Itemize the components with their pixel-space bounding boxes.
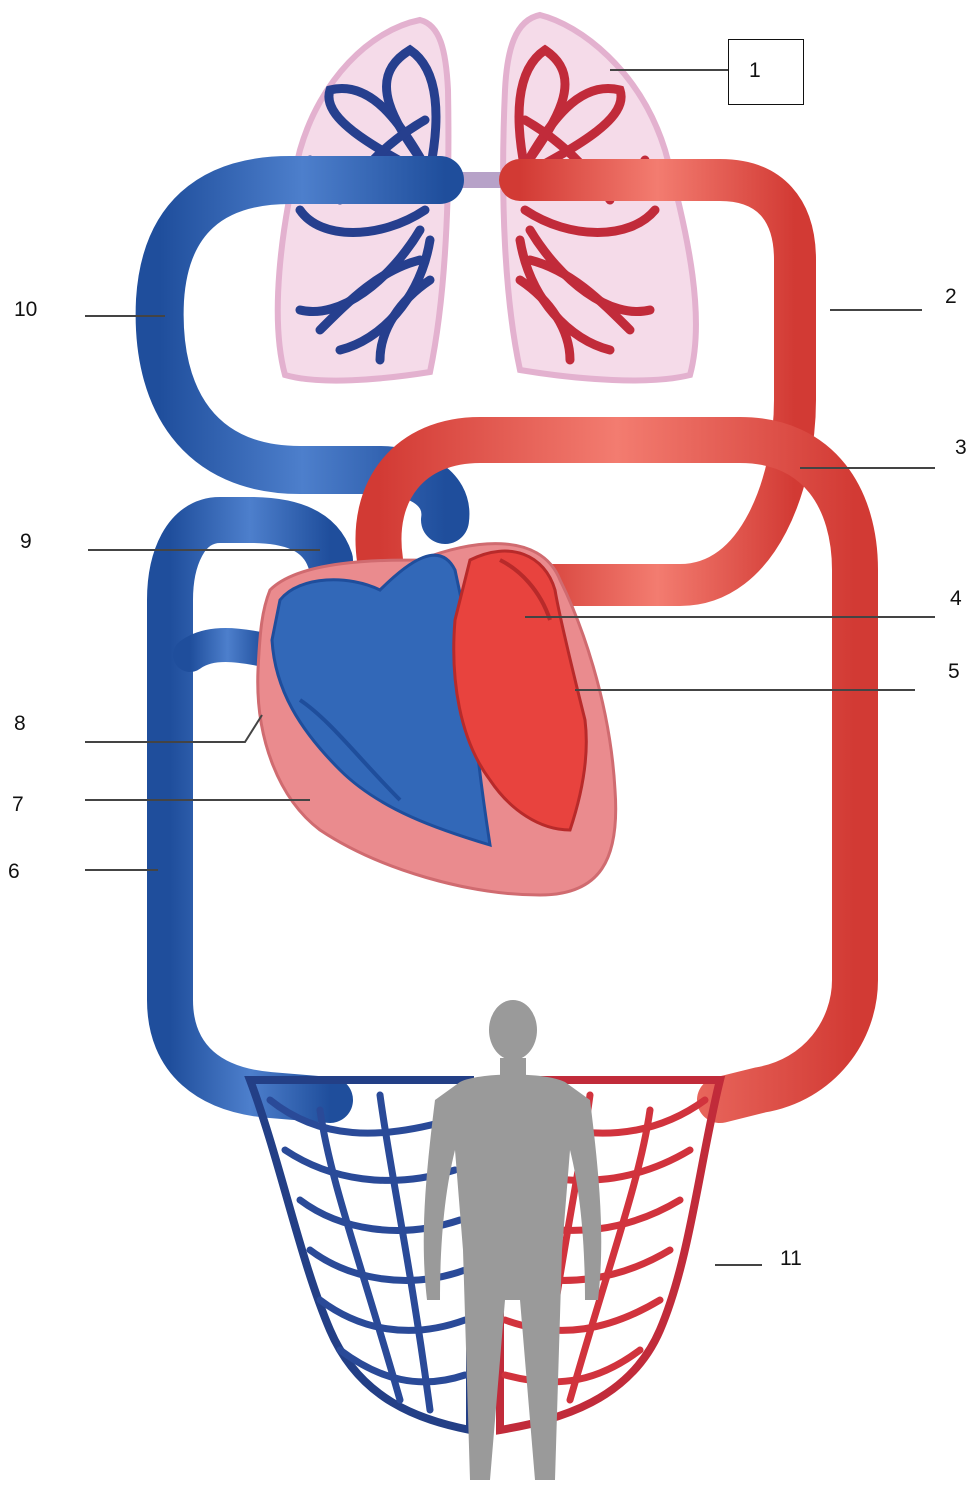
label-7: 7: [12, 794, 24, 815]
label-4: 4: [950, 588, 962, 609]
label-box-1: 1: [728, 39, 804, 105]
heart: [258, 544, 616, 895]
label-2: 2: [945, 286, 957, 307]
label-10: 10: [14, 299, 37, 320]
label-11: 11: [780, 1248, 802, 1269]
label-9: 9: [20, 531, 32, 552]
label-6: 6: [8, 861, 20, 882]
label-5: 5: [948, 661, 960, 682]
label-3: 3: [955, 437, 967, 458]
label-1: 1: [749, 60, 761, 81]
label-8: 8: [14, 713, 26, 734]
